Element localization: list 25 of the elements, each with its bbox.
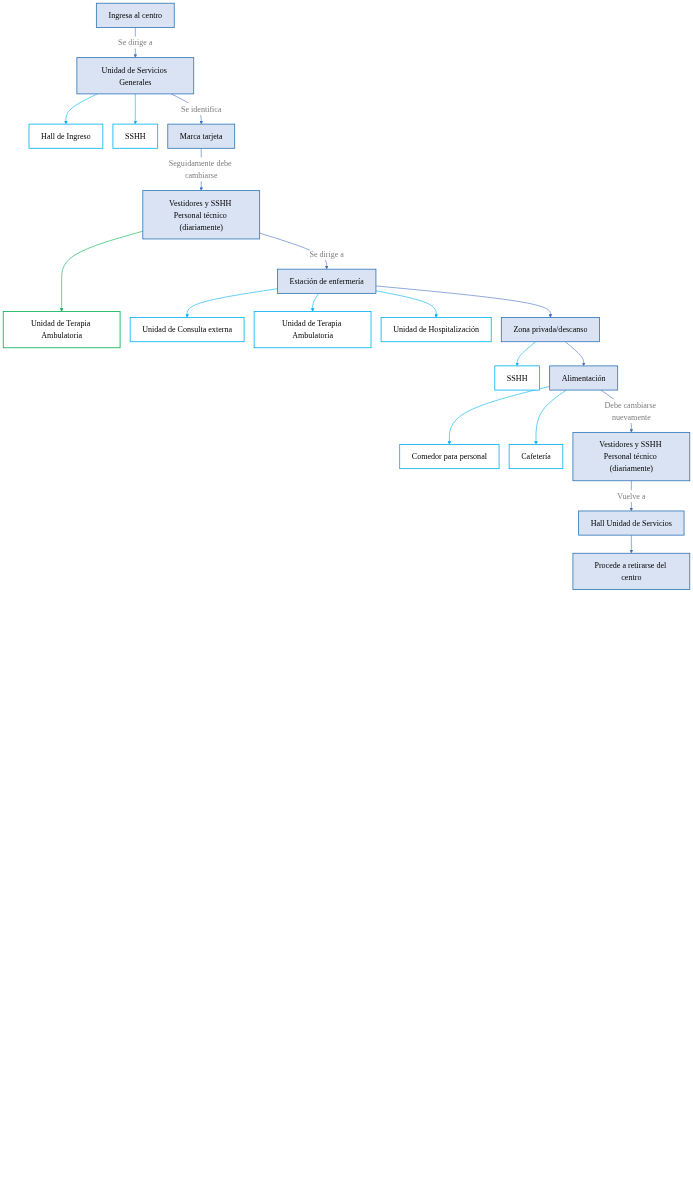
node-box: SSHH xyxy=(494,365,540,391)
edge-label: Se identifica xyxy=(180,104,222,114)
node-box: Vestidores y SSHH Personal técnico (diariamente) xyxy=(142,190,261,240)
node-box: Estación de enfermería xyxy=(277,268,377,294)
node-box: Vestidores y SSHH Personal técnico (diariamente) xyxy=(572,431,691,482)
edge-label: Se dirige a xyxy=(118,38,153,47)
edge-label: Seguidamente debe cambiarse xyxy=(168,158,232,180)
node-box: Alimentación xyxy=(549,365,619,391)
node-box: Unidad de Terapia Ambulatoria xyxy=(253,311,372,349)
node-box: Cafetería xyxy=(508,444,564,470)
node-box: Hall de Ingreso xyxy=(28,123,104,149)
edge-label: Debe cambiarse nuevamente xyxy=(604,400,657,422)
node-box: Procede a retirarse del centro xyxy=(572,552,691,590)
node-box: Comedor para personal xyxy=(399,444,500,470)
edge-label: Vuelve a xyxy=(617,491,646,501)
node-box: Hall Unidad de Servicios xyxy=(578,510,685,536)
node-box: Ingresa al centro xyxy=(95,2,175,28)
node-box: Unidad de Servicios Generales xyxy=(76,57,195,95)
node-box: SSHH xyxy=(112,123,159,149)
node-box: Unidad de Terapia Ambulatoria xyxy=(2,311,121,349)
node-box: Unidad de Consulta externa xyxy=(129,317,245,343)
node-box: Marca tarjeta xyxy=(167,123,236,149)
node-box: Zona privada/descanso xyxy=(500,317,600,343)
edge-label: Se dirige a xyxy=(309,249,344,259)
node-box: Unidad de Hospitalización xyxy=(380,317,492,343)
